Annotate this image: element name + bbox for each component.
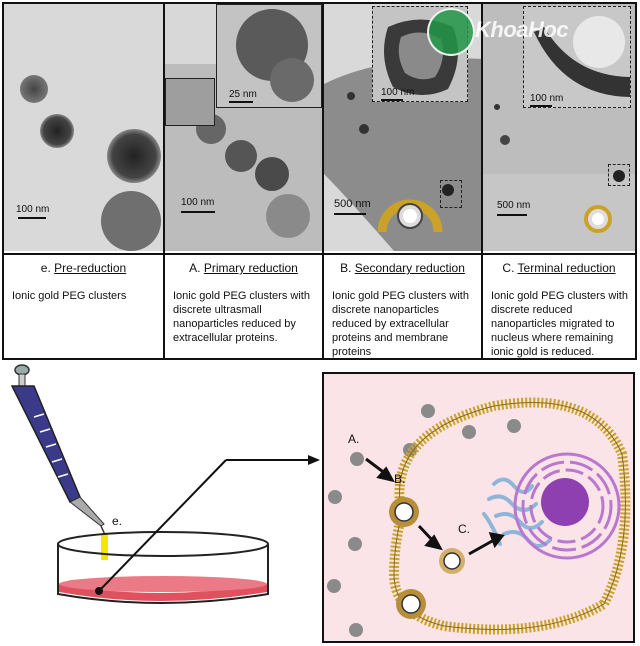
nanoparticle-b-top — [389, 497, 419, 527]
caption-body-e: Ionic gold PEG clusters — [12, 290, 127, 302]
caption-main-e: Pre-reduction — [54, 261, 127, 275]
inset-scale-bar-a — [229, 101, 253, 103]
inset-marker-b — [440, 180, 462, 208]
micrograph-e: 100 nm — [4, 4, 163, 251]
label-e: e. — [112, 514, 123, 528]
nanoparticle-c — [439, 548, 465, 574]
caption-e: e. Pre-reduction Ionic gold PEG clusters — [4, 253, 163, 358]
inset-scale-bar-c — [530, 105, 552, 107]
cell-schematic-image — [327, 397, 631, 637]
inset-scale-bar-b — [381, 99, 403, 101]
pipette-dish-illustration — [10, 364, 320, 604]
caption-title-a: A. Primary reduction — [165, 261, 322, 275]
caption-body-c: Ionic gold PEG clusters with discrete re… — [491, 290, 628, 358]
label-a: A. — [348, 432, 360, 446]
scale-bar-e — [18, 217, 46, 219]
micrograph-e-image — [20, 75, 161, 251]
inset-a-image — [236, 9, 314, 102]
inset-c: 100 nm — [523, 6, 631, 108]
petri-dish-icon — [57, 531, 269, 604]
pipette-icon — [10, 364, 107, 538]
micrograph-panel-grid: 100 nm e. Pre-reduction Ionic gold PEG c… — [2, 2, 637, 360]
panel-b: 100 nm 500 nm B. Secondary reduction Ion… — [324, 4, 483, 358]
inset-scale-label-c: 100 nm — [530, 93, 564, 104]
flow-arrows — [365, 457, 505, 556]
caption-title-e: e. Pre-reduction — [4, 261, 163, 275]
caption-prefix-c: C. — [502, 261, 518, 275]
inset-c-image — [534, 16, 630, 97]
caption-main-c: Terminal reduction — [517, 261, 616, 275]
caption-a: A. Primary reduction Ionic gold PEG clus… — [165, 253, 322, 358]
scale-label-e: 100 nm — [16, 204, 50, 215]
caption-body-b: Ionic gold PEG clusters with discrete na… — [332, 290, 469, 358]
caption-title-c: C. Terminal reduction — [483, 261, 635, 275]
inset-scale-label-a: 25 nm — [229, 89, 257, 100]
scale-bar-a — [181, 211, 215, 213]
panel-a: 25 nm 100 nm A. Primary reduction Ionic … — [165, 4, 324, 358]
caption-body-a: Ionic gold PEG clusters with discrete ul… — [173, 290, 310, 344]
inset-scale-label-b: 100 nm — [381, 87, 415, 98]
nucleus-icon — [513, 452, 621, 560]
label-c: C. — [458, 522, 470, 536]
nanoparticle-b-bottom — [396, 589, 426, 619]
inset-marker-c — [608, 164, 630, 186]
scale-label-c: 500 nm — [497, 200, 531, 211]
watermark-text: KhoaHoc — [475, 17, 569, 42]
watermark: KhoaHoc — [423, 8, 637, 56]
caption-title-b: B. Secondary reduction — [324, 261, 481, 275]
label-b: B. — [394, 472, 406, 486]
watermark-logo-icon — [427, 8, 475, 56]
caption-prefix-b: B. — [340, 261, 355, 275]
connector-arrowhead — [308, 455, 320, 465]
caption-main-b: Secondary reduction — [354, 261, 465, 275]
connector-line — [98, 459, 227, 592]
micrograph-c: 100 nm 500 nm — [483, 4, 635, 251]
caption-prefix-e: e. — [40, 261, 55, 275]
inset-marker-a — [165, 78, 215, 126]
inset-a: 25 nm — [216, 4, 322, 108]
caption-main-a: Primary reduction — [203, 261, 298, 275]
scale-label-a: 100 nm — [181, 197, 215, 208]
caption-prefix-a: A. — [189, 261, 204, 275]
panel-c: 100 nm 500 nm C. Terminal reduction Ioni… — [483, 4, 635, 358]
reagent-drop — [101, 534, 108, 560]
caption-c: C. Terminal reduction Ionic gold PEG clu… — [483, 253, 635, 358]
panel-e: 100 nm e. Pre-reduction Ionic gold PEG c… — [4, 4, 165, 358]
cell-schematic: A. B. C. — [322, 372, 635, 643]
caption-b: B. Secondary reduction Ionic gold PEG cl… — [324, 253, 481, 358]
scale-bar-c — [497, 214, 527, 216]
scale-label-b: 500 nm — [334, 198, 371, 210]
scale-bar-b — [334, 213, 366, 215]
micrograph-a: 25 nm 100 nm — [165, 4, 322, 251]
